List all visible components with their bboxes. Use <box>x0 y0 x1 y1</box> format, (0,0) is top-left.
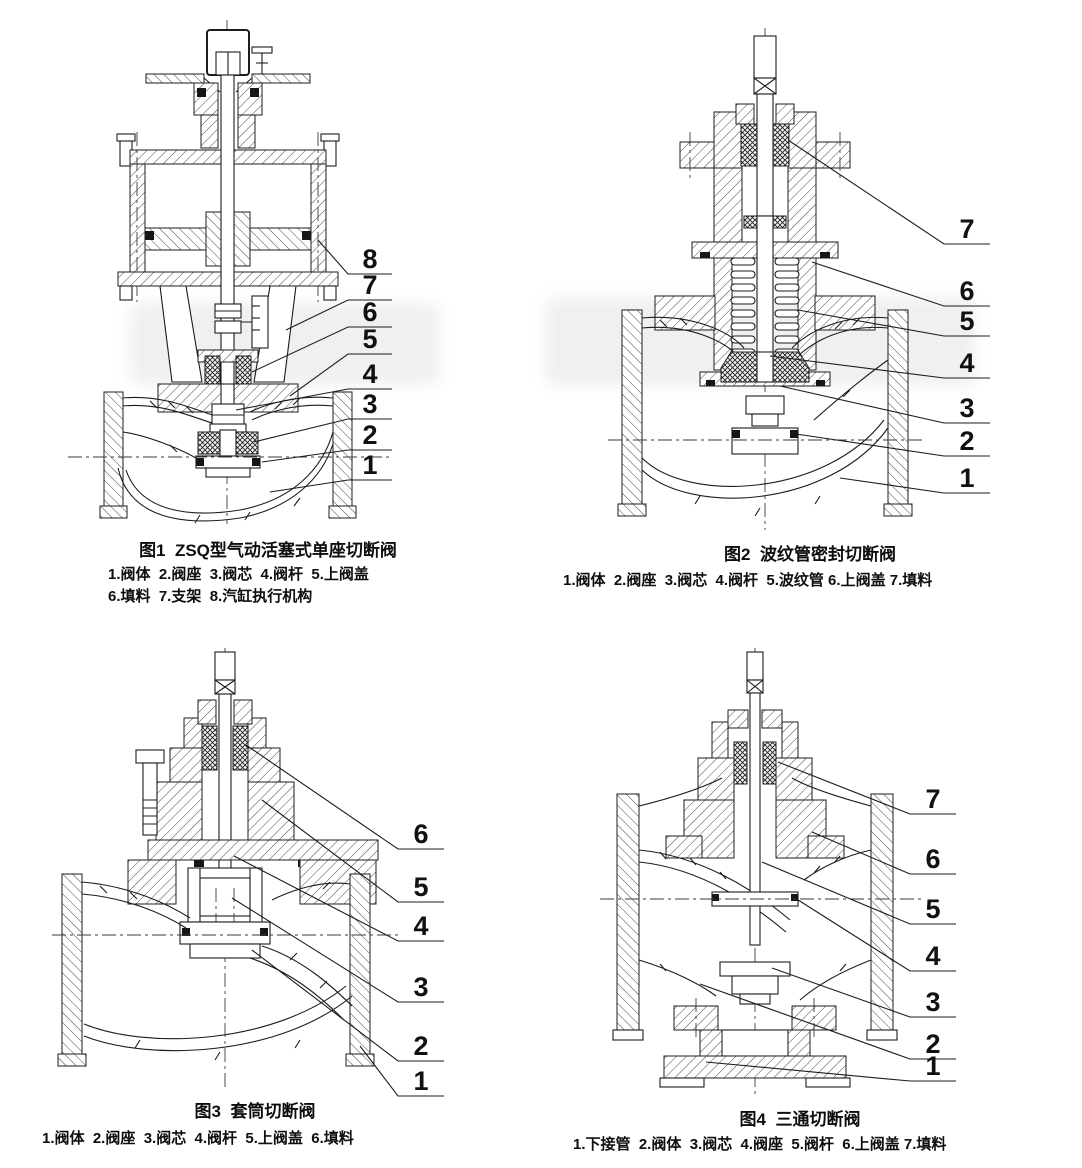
callout-label: 6 <box>362 297 377 327</box>
fig2-title: 图2 波纹管密封切断阀 <box>724 545 896 564</box>
fig1-title: 图1 ZSQ型气动活塞式单座切断阀 <box>139 541 397 560</box>
fig4-title: 图4 三通切断阀 <box>739 1110 861 1129</box>
fig3-drawing <box>52 648 400 1090</box>
fig1-parts-line-1: 1.阀体 2.阀座 3.阀芯 4.阀杆 5.上阀盖 <box>108 566 369 583</box>
fig2-callouts: 7 6 5 4 3 2 1 <box>769 139 990 494</box>
callout-label: 1 <box>959 463 974 493</box>
fig4-callouts: 7 6 5 4 3 2 1 <box>699 761 956 1082</box>
callout-label: 4 <box>959 348 974 378</box>
fig1-drawing <box>68 20 392 524</box>
fig1-parts-line-2: 6.填料 7.支架 8.汽缸执行机构 <box>108 588 313 605</box>
callout-label: 3 <box>925 987 940 1017</box>
callout-label: 8 <box>362 244 377 274</box>
callout-label: 4 <box>925 941 940 971</box>
callout-label: 5 <box>362 324 377 354</box>
callout-label: 2 <box>959 426 974 456</box>
callout-label: 7 <box>362 270 377 300</box>
fig3-title: 图3 套筒切断阀 <box>194 1102 316 1121</box>
fig3-callouts: 6 5 4 3 2 1 <box>231 744 444 1097</box>
callout-label: 7 <box>959 214 974 244</box>
fig4-parts-line-1: 1.下接管 2.阀体 3.阀芯 4.阀座 5.阀杆 6.上阀盖 7.填料 <box>573 1136 947 1153</box>
fig2-parts-line-1: 1.阀体 2.阀座 3.阀芯 4.阀杆 5.波纹管 6.上阀盖 7.填料 <box>563 572 933 589</box>
callout-label: 3 <box>362 389 377 419</box>
callout-label: 4 <box>413 911 428 941</box>
callout-label: 3 <box>413 972 428 1002</box>
callout-label: 3 <box>959 393 974 423</box>
callout-label: 6 <box>959 276 974 306</box>
fig2-drawing <box>608 28 922 530</box>
callout-label: 2 <box>362 420 377 450</box>
callout-label: 5 <box>959 306 974 336</box>
callout-label: 5 <box>925 894 940 924</box>
callout-label: 2 <box>413 1031 428 1061</box>
callout-label: 4 <box>362 359 377 389</box>
callout-label: 1 <box>925 1051 940 1081</box>
callout-label: 6 <box>925 844 940 874</box>
callout-label: 6 <box>413 819 428 849</box>
fig3-parts-line-1: 1.阀体 2.阀座 3.阀芯 4.阀杆 5.上阀盖 6.填料 <box>42 1130 354 1147</box>
callout-label: 7 <box>925 784 940 814</box>
callout-label: 2 <box>925 1029 940 1059</box>
callout-label: 1 <box>362 450 377 480</box>
callout-label: 5 <box>413 872 428 902</box>
callout-label: 1 <box>413 1066 428 1096</box>
fig4-drawing <box>600 648 925 1095</box>
fig1-callouts: 8 7 6 5 4 3 2 1 <box>235 239 392 493</box>
